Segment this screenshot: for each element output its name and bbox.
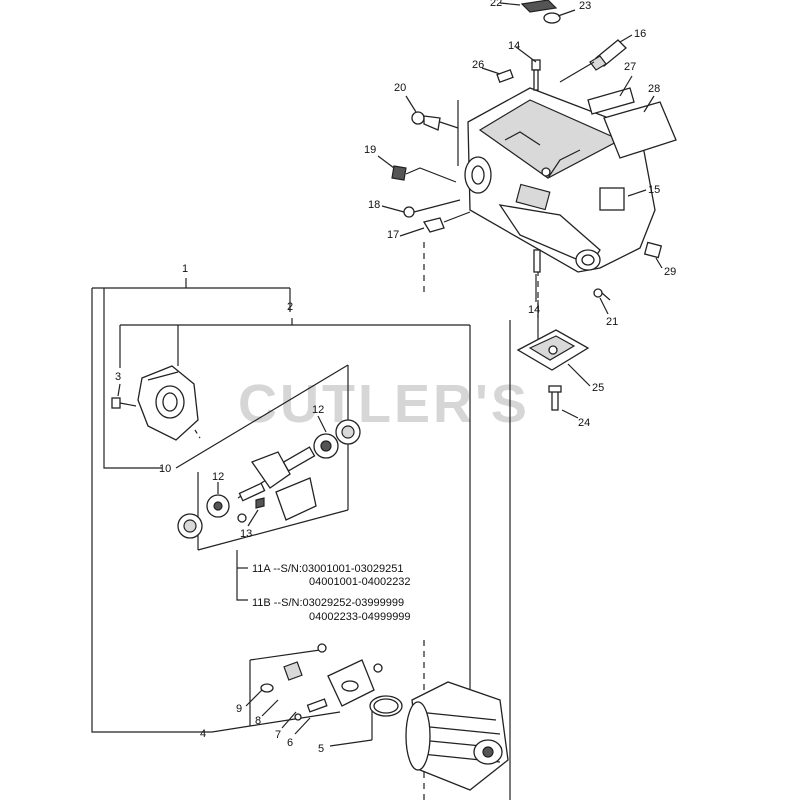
crankcase-housing <box>464 87 656 273</box>
piston-group <box>260 643 403 721</box>
callout-19: 19 <box>364 144 376 156</box>
callout-26: 26 <box>472 59 484 71</box>
callout-27: 27 <box>624 61 636 73</box>
watermark-text: CUTLER'S <box>238 374 530 434</box>
callout-13: 13 <box>240 528 252 540</box>
callout-22: 22 <box>490 0 502 9</box>
callout-24: 24 <box>578 417 590 429</box>
screw-14-bottom <box>533 249 541 273</box>
callout-28: 28 <box>648 83 660 95</box>
callout-14-top: 14 <box>508 40 520 52</box>
serial-11a-line2: 04001001-04002232 <box>309 576 411 588</box>
mount-25 <box>516 329 590 371</box>
screw-24 <box>548 385 562 411</box>
callout-14-bottom: 14 <box>528 304 540 316</box>
callouts: 1 2 3 4 5 6 7 8 9 10 12 12 13 14 14 15 1… <box>115 0 676 755</box>
part-19 <box>391 165 407 181</box>
callout-15: 15 <box>648 184 660 196</box>
crankshaft-group <box>177 419 361 539</box>
serial-number-notes: 11A --S/N:03001001-03029251 04001001-040… <box>252 563 411 623</box>
part-29 <box>643 241 663 259</box>
leader-19 <box>405 167 457 183</box>
callout-29: 29 <box>664 266 676 278</box>
callout-16: 16 <box>634 28 646 40</box>
callout-12-right: 12 <box>312 404 324 416</box>
callout-25: 25 <box>592 382 604 394</box>
spark-connector <box>559 39 627 83</box>
screw-14-top <box>531 59 541 91</box>
callout-3: 3 <box>115 371 121 383</box>
callout-10: 10 <box>159 463 171 475</box>
serial-11b-line1: 11B --S/N:03029252-03999999 <box>252 597 404 609</box>
callout-12-left: 12 <box>212 471 224 483</box>
callout-18: 18 <box>368 199 380 211</box>
callout-7: 7 <box>275 729 281 741</box>
screw-3 <box>111 397 137 409</box>
callout-17: 17 <box>387 229 399 241</box>
callout-2: 2 <box>287 301 293 313</box>
callout-5: 5 <box>318 743 324 755</box>
callout-23: 23 <box>579 0 591 12</box>
screw-21 <box>593 288 611 301</box>
callout-9: 9 <box>236 703 242 715</box>
part-20 <box>411 100 459 166</box>
callout-leaders <box>117 2 663 527</box>
callout-21: 21 <box>606 316 618 328</box>
crank-case-half <box>137 365 199 441</box>
serial-11a-line1: 11A --S/N:03001001-03029251 <box>252 563 403 575</box>
callout-4: 4 <box>200 728 206 740</box>
plates-27-28 <box>587 87 677 159</box>
cylinder <box>405 681 509 791</box>
callout-6: 6 <box>287 737 293 749</box>
callout-20: 20 <box>394 82 406 94</box>
part-17 <box>422 211 471 233</box>
top-small-parts <box>520 0 561 24</box>
callout-8: 8 <box>255 715 261 727</box>
label-26 <box>496 69 514 83</box>
screw-18 <box>403 199 461 218</box>
serial-11b-line2: 04002233-04999999 <box>309 611 411 623</box>
bracket-lines <box>91 242 539 800</box>
callout-1: 1 <box>182 263 188 275</box>
